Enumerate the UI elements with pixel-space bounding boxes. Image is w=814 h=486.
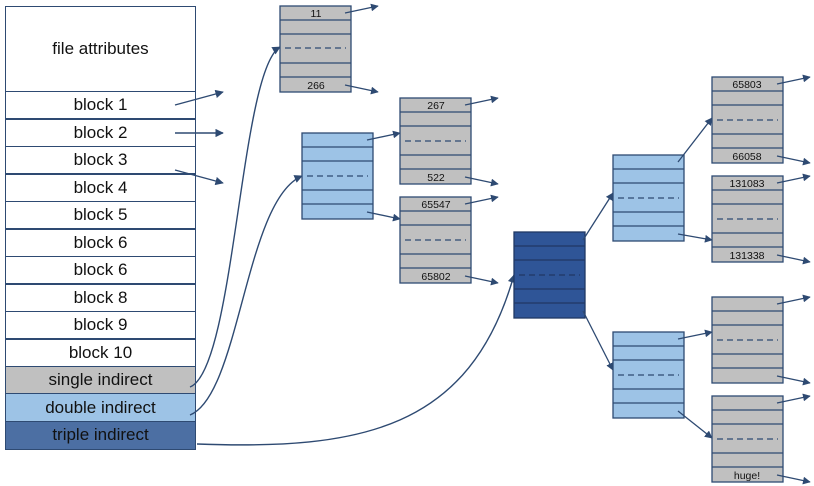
triple-indirect-block: [513, 192, 614, 371]
triple-block-d: huge!: [711, 393, 811, 485]
block-8-cell: block 8: [5, 283, 196, 312]
file-attributes-label: file attributes: [52, 39, 149, 58]
block-1-cell: block 1: [5, 90, 196, 120]
triple-d-last-label: huge!: [734, 470, 760, 482]
triple-lower-indirect-block: [612, 329, 713, 439]
double-a-first-arrow: [464, 95, 499, 106]
single-last-label: 266: [307, 80, 325, 92]
triple-c-first-arrow: [776, 294, 811, 305]
single-indirect-curve: [189, 46, 281, 388]
triple-b-first-arrow: [776, 173, 811, 184]
single-first-label: 11: [311, 8, 322, 20]
block-6-label: block 6: [73, 232, 128, 252]
triple-b-last-arrow: [776, 254, 811, 265]
triple-c-last-arrow: [776, 375, 811, 386]
single-indirect-block: 11 266: [279, 3, 379, 95]
triple-indirect-curve: [196, 274, 516, 446]
double-a-last-arrow: [464, 176, 499, 187]
triple-b-last-label: 131338: [729, 250, 764, 262]
block-5-cell: block 5: [5, 200, 196, 230]
double-b-first-arrow: [464, 194, 499, 205]
triple-b-first-label: 131083: [729, 178, 764, 190]
block-3-arrow: [174, 169, 224, 186]
double-indirect-label: double indirect: [45, 397, 156, 417]
triple-d-last-arrow: [776, 474, 811, 485]
triple-upper-indirect-block: [612, 117, 713, 243]
triple-upper-to-b-arrow: [677, 233, 713, 243]
triple-indirect-label: triple indirect: [52, 425, 149, 444]
triple-block-c: [711, 294, 811, 386]
double-indirect-curve: [189, 175, 303, 416]
block-1-arrow: [174, 89, 224, 106]
block-4-cell: block 4: [5, 173, 196, 202]
single-first-arrow: [344, 3, 379, 14]
triple-a-last-arrow: [776, 155, 811, 166]
block-9-cell: block 9: [5, 310, 196, 340]
double-b-first-label: 65547: [421, 199, 450, 211]
double-block-a: 267 522: [399, 95, 499, 187]
triple-a-first-arrow: [776, 74, 811, 85]
double-to-block-b-arrow: [366, 211, 401, 222]
double-a-first-label: 267: [427, 100, 445, 112]
inode-table: file attributes block 1 block 2 block 3 …: [5, 6, 196, 450]
triple-a-last-label: 66058: [732, 151, 761, 163]
indirect-link-curves: [189, 46, 516, 446]
block-9-label: block 9: [73, 315, 128, 334]
triple-lower-to-d-arrow: [677, 410, 713, 439]
single-indirect-cell: single indirect: [5, 365, 196, 395]
double-indirect-block: [301, 130, 401, 222]
triple-lower-to-c-arrow: [677, 329, 713, 340]
double-to-block-a-arrow: [366, 130, 401, 141]
triple-upper-to-a-arrow: [677, 117, 713, 163]
direct-pointer-arrows: [174, 89, 224, 186]
triple-d-first-arrow: [776, 393, 811, 404]
triple-block-b: 131083 131338: [711, 173, 811, 265]
block-8-label: block 8: [73, 287, 128, 307]
single-last-arrow: [344, 84, 379, 95]
single-indirect-label: single indirect: [48, 370, 153, 389]
block-7-cell: block 6: [5, 255, 196, 285]
block-3-cell: block 3: [5, 145, 196, 175]
double-block-b: 65547 65802: [399, 194, 499, 286]
double-a-last-label: 522: [427, 172, 445, 184]
block-3-label: block 3: [73, 150, 128, 169]
triple-to-lower-arrow: [582, 310, 614, 371]
block-5-label: block 5: [73, 205, 128, 224]
block-10-label: block 10: [68, 342, 133, 362]
triple-a-first-label: 65803: [732, 79, 761, 91]
double-b-last-arrow: [464, 275, 499, 286]
block-6-cell: block 6: [5, 228, 196, 257]
block-2-label: block 2: [73, 122, 128, 142]
double-indirect-cell: double indirect: [5, 393, 196, 422]
double-b-last-label: 65802: [421, 271, 450, 283]
triple-to-upper-arrow: [582, 192, 614, 241]
block-4-label: block 4: [73, 177, 128, 197]
block-1-label: block 1: [73, 95, 128, 114]
block-7-label: block 6: [73, 260, 128, 279]
triple-indirect-cell: triple indirect: [5, 420, 196, 450]
file-attributes-cell: file attributes: [5, 6, 196, 92]
triple-block-a: 65803 66058: [711, 74, 811, 166]
